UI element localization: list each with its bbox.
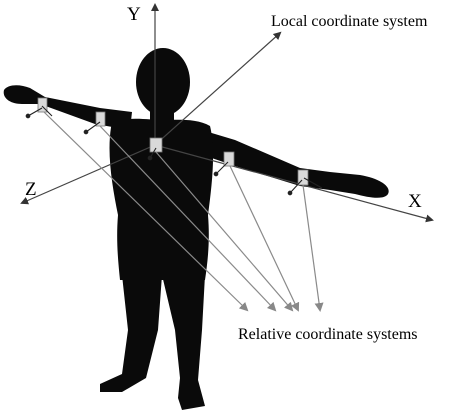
right-leg-shape <box>162 275 205 410</box>
pointer-arrow <box>155 151 294 312</box>
sensor-axis <box>215 161 229 175</box>
global-axes <box>20 3 434 223</box>
z-axis-line <box>20 144 156 205</box>
relative-coordinate-label: Relative coordinate systems <box>238 326 418 343</box>
x-axis-label: X <box>408 191 422 212</box>
right-arm-shape <box>195 128 389 198</box>
sensor-axis-tip <box>147 155 153 161</box>
sensor-axis <box>303 177 323 189</box>
sensor-axis <box>289 179 303 194</box>
y-axis-label: Y <box>127 4 141 25</box>
sensors <box>37 97 309 186</box>
torso-shape <box>109 118 214 280</box>
local-coordinate-label: Local coordinate system <box>271 13 428 30</box>
z-axis-label: Z <box>25 179 37 200</box>
relative-pointers <box>43 111 324 312</box>
pointer-arrow <box>302 184 324 312</box>
head-shape <box>136 48 190 116</box>
sensor-local-axes <box>25 105 323 196</box>
sensor-axis <box>85 121 101 133</box>
x-axis-line <box>154 144 434 223</box>
sensor-chest <box>149 137 163 153</box>
sensor-axis <box>41 105 53 117</box>
pointer-arrow <box>99 125 277 312</box>
pointer-arrow <box>43 111 249 312</box>
human-silhouette <box>3 48 389 410</box>
left-leg-shape <box>100 275 162 392</box>
sensor-axis-tip <box>83 129 89 135</box>
sensor-axis-tip <box>213 171 219 177</box>
sensor-axis <box>27 107 43 117</box>
sensor-right-upper-arm <box>223 151 235 167</box>
sensor-left-wrist <box>37 97 48 113</box>
sensor-axis-tip <box>25 113 31 119</box>
sensor-axis-tip <box>287 190 293 196</box>
local-axis-line <box>154 31 282 146</box>
pointer-arrow <box>229 165 300 312</box>
